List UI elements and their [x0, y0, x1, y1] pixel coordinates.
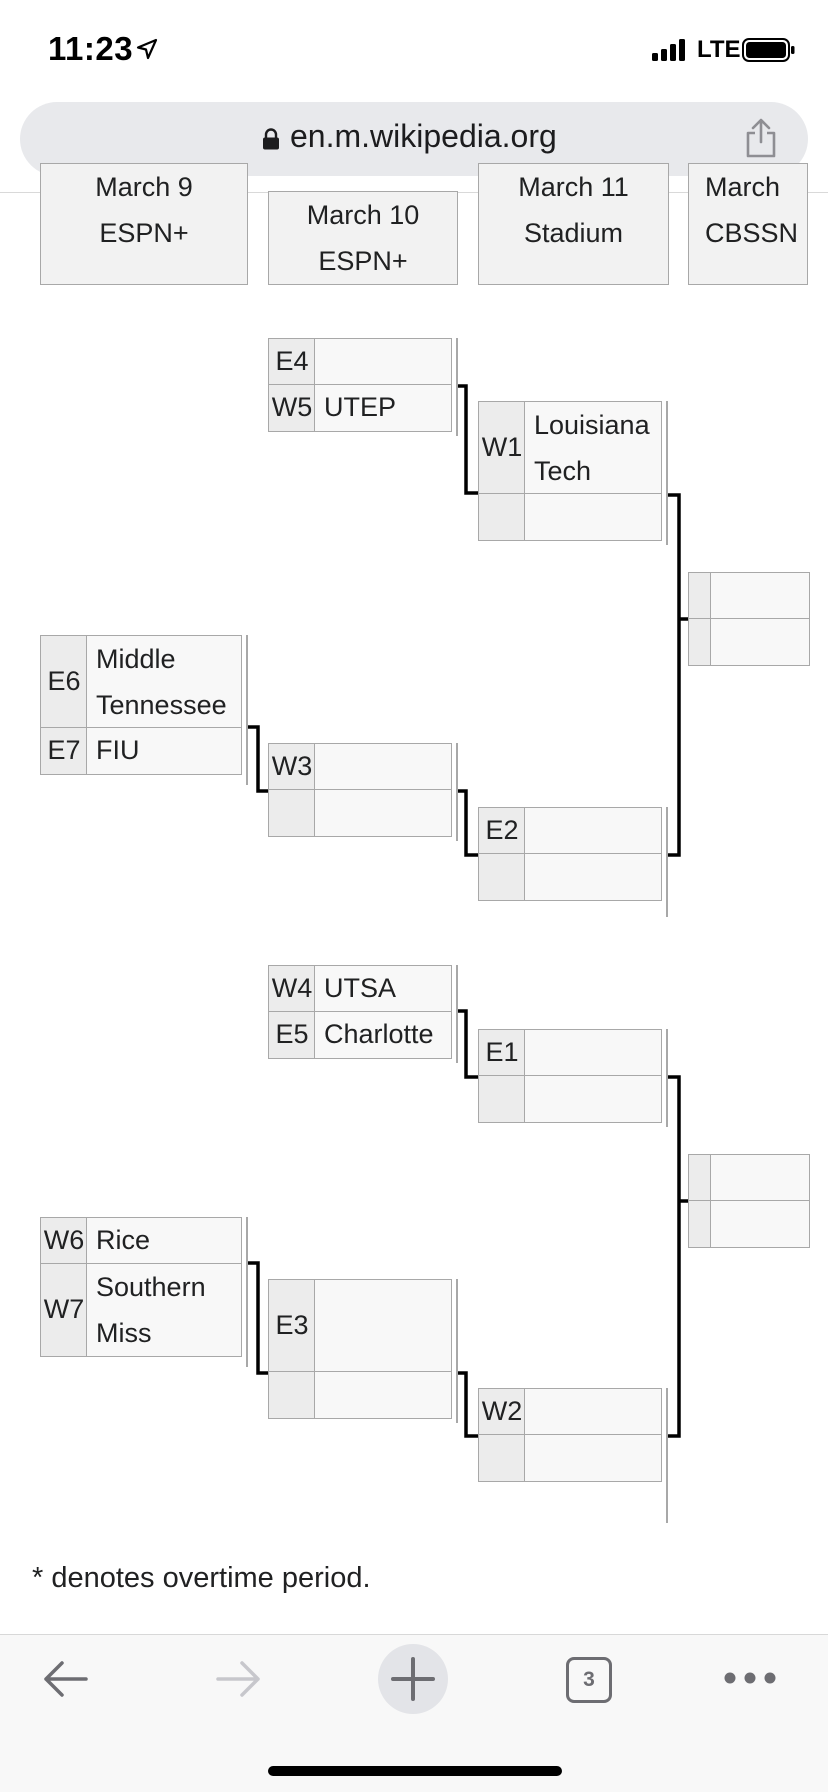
seed-label: E7: [40, 727, 88, 775]
seed-label: [478, 853, 526, 901]
seed-label: W6: [40, 1217, 88, 1265]
footnote: * denotes overtime period.: [32, 1562, 371, 1594]
semifinal-network: CBSSN: [705, 218, 799, 248]
semifinal-date: March: [705, 172, 781, 202]
quarterfinal-network: Stadium: [523, 218, 624, 248]
quarterfinal-header: March 11 Stadium: [478, 163, 669, 285]
team-name: [524, 493, 662, 541]
team-name[interactable]: Southern Miss: [86, 1263, 242, 1357]
round-1-date: March 9: [95, 172, 193, 202]
team-name: [524, 1075, 662, 1123]
team-name: [710, 1154, 810, 1202]
round-1-header: March 9 ESPN+: [40, 163, 248, 285]
team-name: [710, 618, 810, 666]
battery-icon: [742, 38, 795, 62]
tabs-button[interactable]: 3: [566, 1657, 612, 1703]
seed-label: [268, 789, 316, 837]
plus-icon: [391, 1657, 435, 1701]
team-name: [524, 807, 662, 855]
team-name[interactable]: Charlotte: [314, 1011, 452, 1059]
score-column: [456, 965, 458, 1063]
team-name: [524, 853, 662, 901]
score-column: [666, 401, 668, 545]
connector-line: [458, 1009, 478, 1079]
round-1-network: ESPN+: [99, 218, 189, 248]
semifinal-header: March CBSSN: [688, 163, 808, 285]
quarterfinal-date: March 11: [518, 172, 629, 202]
url-text[interactable]: en.m.wikipedia.org: [290, 118, 557, 154]
team-name: [524, 1029, 662, 1077]
bracket-connectors: [248, 384, 688, 1438]
team-name[interactable]: Louisiana Tech: [524, 401, 662, 495]
more-icon[interactable]: [722, 1668, 778, 1688]
seed-label: E2: [478, 807, 526, 855]
score-column: [666, 1388, 668, 1523]
seed-label: E6: [40, 635, 88, 729]
score-column: [246, 1217, 248, 1367]
team-name: [710, 572, 810, 620]
team-name: [524, 1434, 662, 1482]
bracket-viewport[interactable]: March 9 ESPN+ March 10 ESPN+ March 11 St…: [0, 163, 810, 1540]
round-2-network: ESPN+: [318, 246, 408, 276]
score-column: [456, 743, 458, 841]
seed-label: [688, 572, 712, 620]
seed-label: [268, 1371, 316, 1419]
score-column: [456, 1279, 458, 1423]
connector-line: [668, 1075, 681, 1438]
cellular-signal-icon: [652, 39, 685, 61]
team-name: [314, 743, 452, 791]
connector-line: [248, 1261, 268, 1375]
score-column: [246, 635, 248, 785]
seed-label: E5: [268, 1011, 316, 1059]
seed-label: W7: [40, 1263, 88, 1357]
network-type: LTE: [697, 36, 741, 63]
team-name: [710, 1200, 810, 1248]
connector-line: [458, 789, 478, 857]
seed-label: W3: [268, 743, 316, 791]
team-name[interactable]: UTEP: [314, 384, 452, 432]
seed-label: [478, 1434, 526, 1482]
seed-label: W4: [268, 965, 316, 1013]
team-name: [314, 338, 452, 386]
back-arrow-icon[interactable]: [40, 1654, 90, 1704]
forward-arrow-icon[interactable]: [214, 1654, 264, 1704]
seed-label: W1: [478, 401, 526, 495]
score-column: [666, 807, 668, 917]
team-name: [314, 1371, 452, 1419]
seed-label: W2: [478, 1388, 526, 1436]
share-icon[interactable]: [744, 118, 778, 158]
score-column: [456, 338, 458, 436]
score-column: [666, 1029, 668, 1127]
round-2-header: March 10 ESPN+: [268, 191, 458, 285]
status-time: 11:23: [48, 30, 134, 67]
new-tab-button[interactable]: [378, 1644, 448, 1714]
connector-line: [668, 493, 681, 857]
team-name: [314, 1279, 452, 1373]
seed-label: W5: [268, 384, 316, 432]
location-arrow-icon: [136, 38, 158, 60]
connector-line: [458, 384, 478, 495]
team-name[interactable]: FIU: [86, 727, 242, 775]
status-bar: 11:23 LTE: [0, 0, 828, 100]
lock-icon: [263, 128, 279, 150]
team-name[interactable]: Middle Tennessee: [86, 635, 242, 729]
round-2-date: March 10: [306, 200, 420, 230]
team-name[interactable]: Rice: [86, 1217, 242, 1265]
seed-label: E3: [268, 1279, 316, 1373]
team-name[interactable]: UTSA: [314, 965, 452, 1013]
team-name: [314, 789, 452, 837]
connector-line: [458, 1371, 478, 1438]
home-indicator: [268, 1766, 562, 1776]
connector-line: [248, 725, 268, 793]
